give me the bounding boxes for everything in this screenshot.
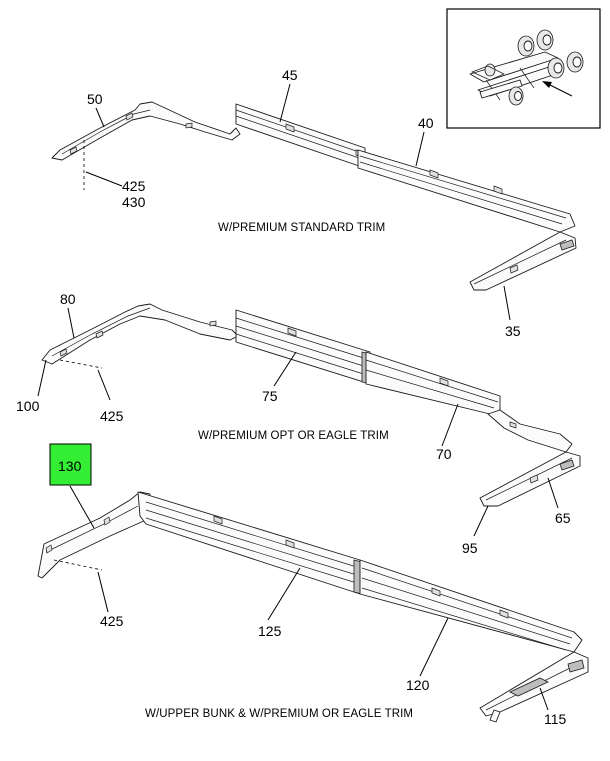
callout-425-c: 425 <box>100 613 124 629</box>
truck-chassis-icon <box>469 29 584 106</box>
trim-panel-65 <box>479 451 581 507</box>
trim-panel-80 <box>41 303 239 365</box>
trim-rail-40 <box>357 149 576 233</box>
trim-rail-70 <box>365 351 501 415</box>
trim-panel-35 <box>469 231 577 291</box>
callout-95: 95 <box>462 540 478 556</box>
assembly-premium-standard: 50 45 40 425 430 35 W/PREMIUM STANDARD T… <box>51 67 577 339</box>
assembly-premium-opt-eagle: 80 100 425 75 70 65 95 W/PREMIUM OPT OR … <box>16 291 581 556</box>
callout-430: 430 <box>122 194 146 210</box>
callout-50: 50 <box>87 91 103 107</box>
caption-upper-bunk: W/UPPER BUNK & W/PREMIUM OR EAGLE TRIM <box>145 708 413 720</box>
callout-425-a: 425 <box>122 178 146 194</box>
callout-115: 115 <box>544 711 567 727</box>
trim-rail-125 <box>137 491 363 595</box>
callout-425-b: 425 <box>100 408 124 424</box>
direction-arrow-icon <box>542 81 573 97</box>
trim-connector-70 <box>487 409 573 453</box>
callout-80: 80 <box>60 291 76 307</box>
callout-75: 75 <box>262 388 278 404</box>
trim-panel-50 <box>51 101 241 161</box>
callout-100: 100 <box>16 398 40 414</box>
callout-70: 70 <box>436 446 452 462</box>
locator-inset <box>446 8 601 129</box>
trim-rail-75 <box>235 309 371 385</box>
trim-rail-45 <box>235 103 366 169</box>
trim-panel-130 <box>37 491 151 579</box>
callout-65: 65 <box>555 510 571 526</box>
callout-35: 35 <box>505 323 521 339</box>
callout-40: 40 <box>418 115 434 131</box>
callout-45: 45 <box>282 67 298 83</box>
assembly-upper-bunk: 130 425 125 120 115 W/UPPER BUNK & W/PRE… <box>37 443 589 727</box>
caption-premium-standard: W/PREMIUM STANDARD TRIM <box>218 222 385 234</box>
caption-premium-opt-eagle: W/PREMIUM OPT OR EAGLE TRIM <box>198 430 389 442</box>
trim-rail-120 <box>359 559 583 653</box>
callout-120: 120 <box>406 677 430 693</box>
callout-130[interactable]: 130 <box>58 458 82 474</box>
callout-125: 125 <box>258 623 282 639</box>
callout-130-highlight[interactable] <box>49 443 92 486</box>
trim-panel-115 <box>479 651 589 723</box>
